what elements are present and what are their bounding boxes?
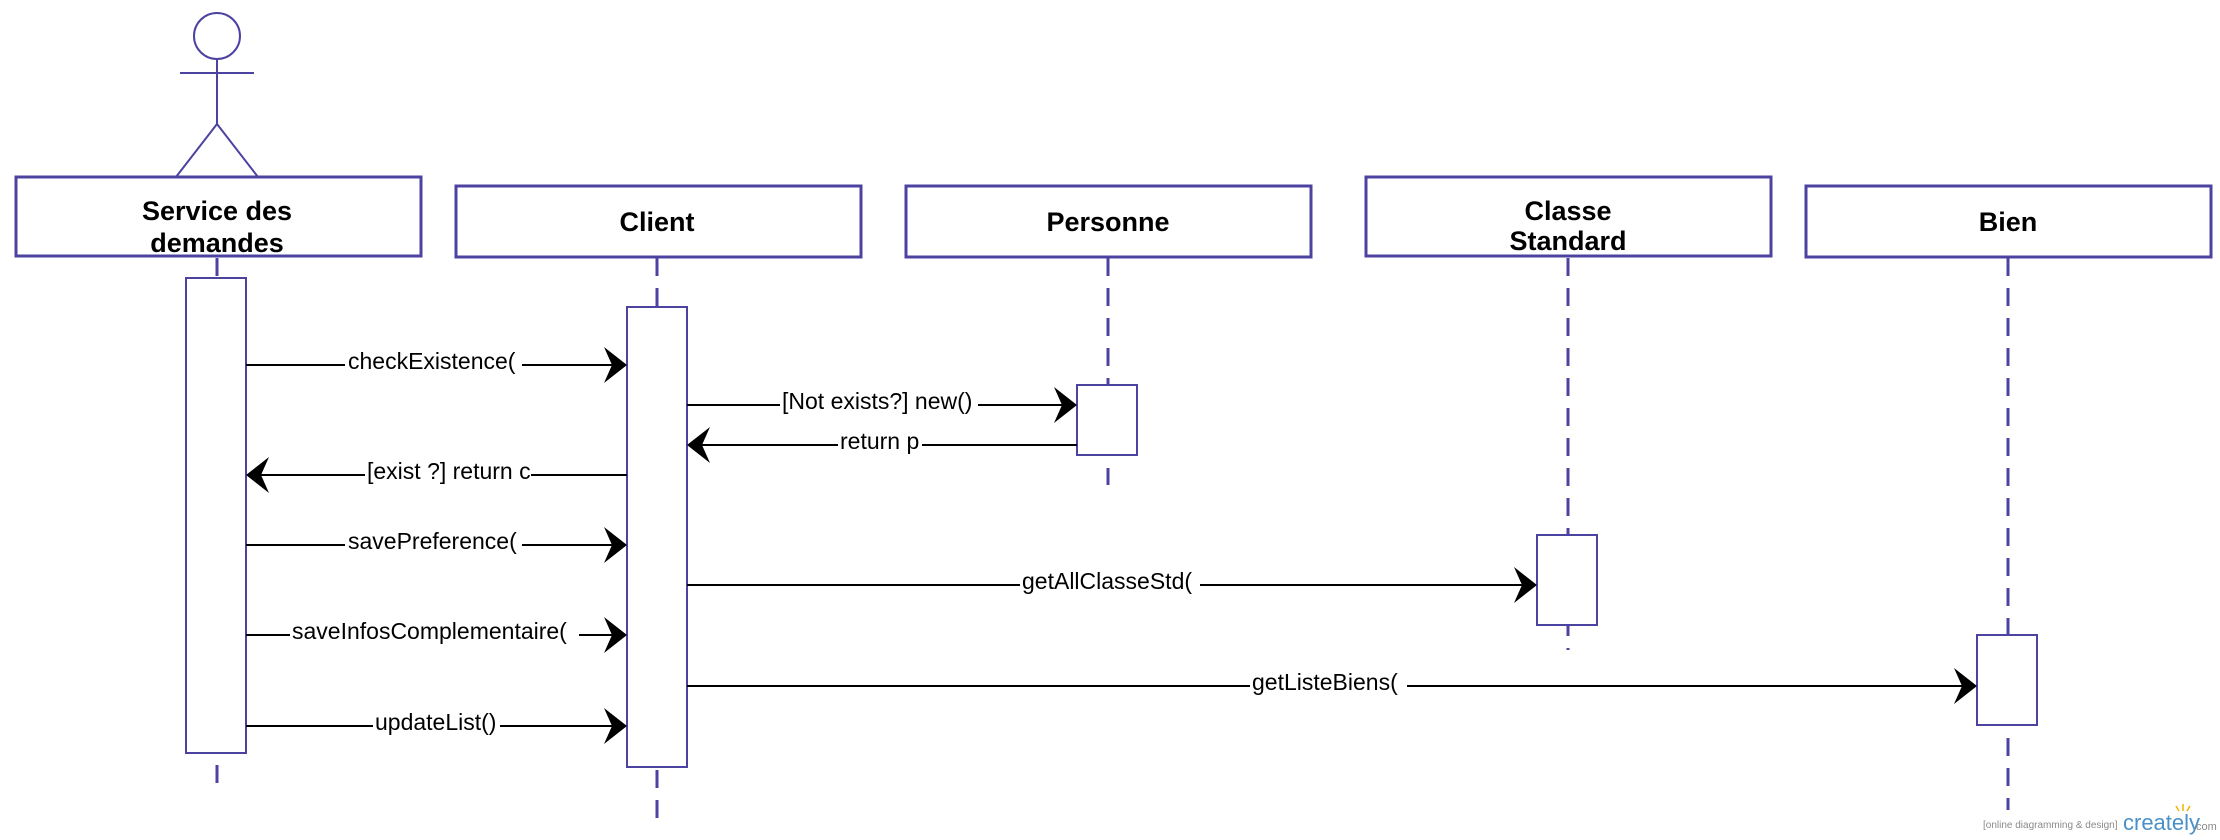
lifeline-personne[interactable]: Personne xyxy=(904,184,1313,259)
arrowhead-icon xyxy=(604,527,627,563)
lifeline-title-line: Client xyxy=(619,207,694,237)
creately-watermark: [online diagramming & design] creately .… xyxy=(1983,804,2217,835)
activation-bar-bien xyxy=(1976,634,2038,726)
activation-bar-client xyxy=(626,306,688,768)
lifeline-client[interactable]: Client xyxy=(454,184,863,259)
lifeline-service-des-demandes[interactable]: Service des demandes xyxy=(14,175,423,258)
message-label: [Not exists?] new() xyxy=(782,388,972,414)
arrowhead-icon xyxy=(687,427,710,463)
arrowhead-icon xyxy=(604,617,627,653)
message-label: saveInfosComplementaire( xyxy=(292,618,567,644)
arrowhead-icon xyxy=(604,708,627,744)
lifeline-title-line: Standard xyxy=(1509,226,1626,256)
message-label: getListeBiens( xyxy=(1252,669,1398,695)
message-label: [exist ?] return c xyxy=(367,458,531,484)
lifeline-title-line: Bien xyxy=(1979,207,2038,237)
lifeline-classe-standard[interactable]: Classe Standard xyxy=(1364,175,1773,258)
lifeline-title-line: demandes xyxy=(150,228,284,258)
arrowhead-icon xyxy=(604,347,627,383)
message-label: getAllClasseStd( xyxy=(1022,568,1192,594)
activation-bar-service xyxy=(185,277,247,754)
arrowhead-icon xyxy=(246,457,269,493)
watermark-tagline: [online diagramming & design] xyxy=(1983,820,2118,831)
lifeline-title-line: Service des xyxy=(142,196,292,226)
watermark-brand: creately xyxy=(2123,810,2200,835)
actor-stick-figure-icon xyxy=(175,12,259,178)
activation-bar-classe xyxy=(1536,534,1598,626)
activation-bar-personne xyxy=(1076,384,1138,456)
message-label: return p xyxy=(840,428,919,454)
arrowhead-icon xyxy=(1954,668,1977,704)
message-label: updateList() xyxy=(375,709,496,735)
watermark-suffix: .com xyxy=(2193,821,2217,833)
message-label: savePreference( xyxy=(348,528,517,554)
arrowhead-icon xyxy=(1054,387,1077,423)
arrowhead-icon xyxy=(1514,567,1537,603)
sparkle-icon xyxy=(2175,804,2191,812)
message-label: checkExistence( xyxy=(348,348,516,374)
lifeline-title-line: Personne xyxy=(1046,207,1169,237)
lifeline-title-line: Classe xyxy=(1524,196,1611,226)
lifeline-bien[interactable]: Bien xyxy=(1804,184,2213,259)
